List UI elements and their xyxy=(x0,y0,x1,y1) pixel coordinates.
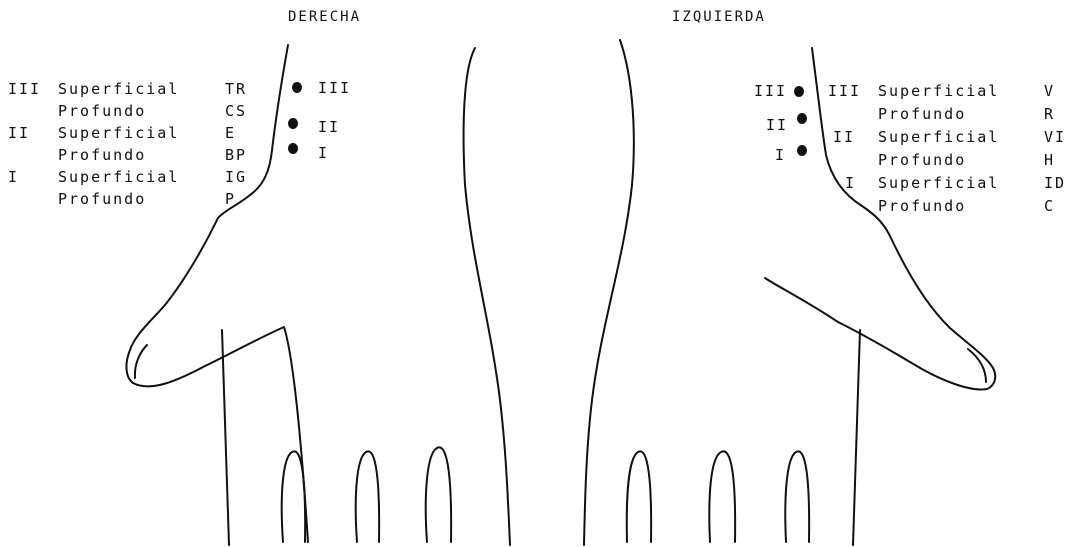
left-hand-finger-2 xyxy=(709,451,735,542)
left-legend-type: Profundo xyxy=(878,199,966,214)
left-legend-code: H xyxy=(1044,153,1055,168)
left-pulse-label: II xyxy=(766,118,788,133)
left-legend-code: ID xyxy=(1044,176,1066,191)
right-hand-thumb-nail xyxy=(135,345,147,378)
left-legend-type: Superficial xyxy=(878,84,999,99)
right-hand-finger-2 xyxy=(356,451,379,542)
left-legend-level: III xyxy=(828,84,861,99)
left-legend-code: C xyxy=(1044,199,1055,214)
right-hand-title: DERECHA xyxy=(288,10,361,24)
left-legend-type: Profundo xyxy=(878,107,966,122)
right-legend-type: Profundo xyxy=(58,192,146,207)
right-legend-type: Superficial xyxy=(58,126,179,141)
right-pulse-dot-iii xyxy=(292,82,302,93)
left-hand-palm-line xyxy=(853,330,860,545)
left-pulse-dot-ii xyxy=(797,113,807,124)
right-legend-code: BP xyxy=(225,148,247,163)
right-legend-code: CS xyxy=(225,104,247,119)
left-legend-type: Profundo xyxy=(878,153,966,168)
right-legend-type: Superficial xyxy=(58,170,179,185)
right-legend-level: I xyxy=(8,170,19,185)
left-legend-level: I xyxy=(845,176,856,191)
right-pulse-label: III xyxy=(318,81,351,96)
left-legend-type: Superficial xyxy=(878,130,999,145)
right-legend-code: IG xyxy=(225,170,247,185)
left-pulse-dot-iii xyxy=(794,86,804,97)
left-legend-code: R xyxy=(1044,107,1055,122)
left-hand-inner-edge xyxy=(584,40,634,545)
right-hand-inner-edge xyxy=(464,48,510,545)
left-hand-finger-1 xyxy=(627,451,651,542)
left-pulse-label: III xyxy=(754,84,787,99)
right-hand-outer-contour xyxy=(126,45,308,542)
right-hand-finger-1 xyxy=(282,451,305,542)
right-legend-code: E xyxy=(225,126,236,141)
left-legend-type: Superficial xyxy=(878,176,999,191)
right-legend-type: Superficial xyxy=(58,82,179,97)
right-legend-level: II xyxy=(8,126,30,141)
right-pulse-label: II xyxy=(318,120,340,135)
right-legend-code: P xyxy=(225,192,236,207)
left-legend-code: VI xyxy=(1044,130,1066,145)
right-legend-level: III xyxy=(8,82,41,97)
right-pulse-dot-i xyxy=(288,143,298,154)
left-pulse-label: I xyxy=(775,148,786,163)
right-legend-type: Profundo xyxy=(58,148,146,163)
right-pulse-label: I xyxy=(318,146,329,161)
left-legend-level: II xyxy=(833,130,855,145)
left-hand-finger-3 xyxy=(785,451,809,542)
left-legend-code: V xyxy=(1044,84,1055,99)
right-hand-finger-3 xyxy=(426,447,451,542)
left-hand-title: IZQUIERDA xyxy=(672,10,766,24)
right-legend-code: TR xyxy=(225,82,247,97)
left-hand-thumb-nail xyxy=(968,349,986,382)
right-pulse-dot-ii xyxy=(288,118,298,129)
left-pulse-dot-i xyxy=(797,145,807,156)
right-legend-type: Profundo xyxy=(58,104,146,119)
right-hand-palm-line xyxy=(222,330,229,545)
